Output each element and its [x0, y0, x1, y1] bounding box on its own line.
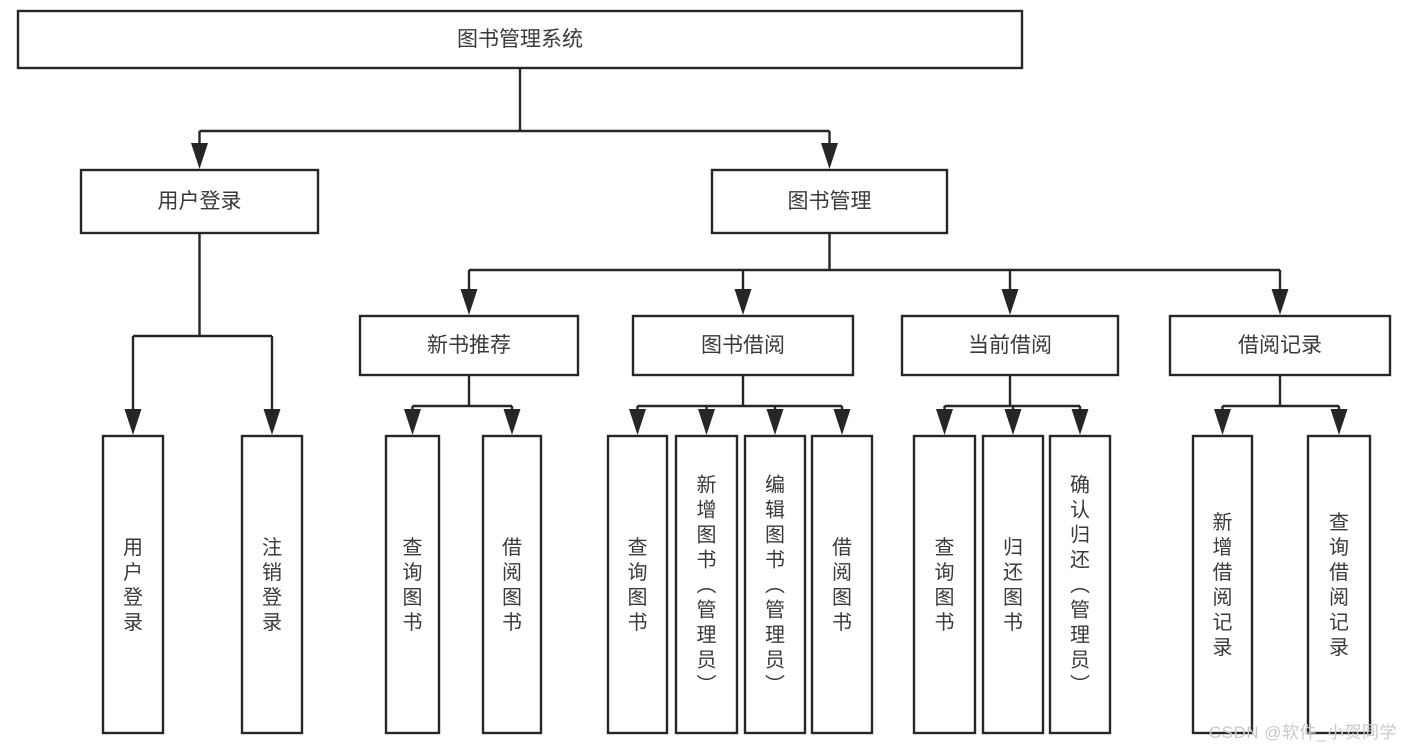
connector-layer: [124, 68, 1348, 435]
node-label-leaf-edit-book: 编辑图书︵管理员︶: [765, 474, 785, 697]
node-box-leaf-query-book-rec[interactable]: [384, 434, 441, 735]
node-layer: 图书管理系统用户登录图书管理新书推荐图书借阅当前借阅借阅记录用户登录注销登录查询…: [16, 9, 1392, 735]
node-label-leaf-return-book: 归还图书: [1003, 536, 1023, 634]
arrow-head-icon: [263, 409, 281, 435]
arrow-head-icon: [1330, 409, 1348, 435]
node-box-leaf-query-record[interactable]: [1306, 434, 1372, 735]
connector-group-borrow-record: [1214, 375, 1348, 435]
arrow-head-icon: [460, 289, 478, 315]
arrow-head-icon: [124, 409, 142, 435]
node-box-leaf-query-book-current[interactable]: [912, 434, 977, 735]
node-box-current-borrow[interactable]: [900, 314, 1120, 377]
node-book-manage[interactable]: 图书管理: [710, 168, 949, 235]
node-leaf-query-book-rec[interactable]: 查询图书: [384, 434, 441, 735]
node-box-leaf-confirm-return[interactable]: [1048, 434, 1112, 735]
arrow-head-icon: [833, 409, 851, 435]
node-box-leaf-borrow-book-rec[interactable]: [481, 434, 543, 735]
node-label-leaf-confirm-return: 确认归还︵管理员︶: [1070, 474, 1090, 697]
connector-group-user-login: [124, 233, 281, 435]
node-leaf-user-login[interactable]: 用户登录: [101, 434, 165, 735]
node-leaf-add-book[interactable]: 新增图书︵管理员︶: [674, 434, 739, 735]
node-leaf-borrow-book[interactable]: 借阅图书: [810, 434, 874, 735]
arrow-head-icon: [404, 409, 421, 435]
node-box-user-login[interactable]: [79, 168, 320, 235]
node-box-book-borrow[interactable]: [631, 314, 855, 377]
arrow-head-icon: [1214, 409, 1231, 435]
node-leaf-logout[interactable]: 注销登录: [240, 434, 304, 735]
node-box-leaf-query-book-borrow[interactable]: [606, 434, 669, 735]
arrow-head-icon: [1271, 289, 1289, 315]
node-label-book-borrow: 图书借阅: [701, 334, 785, 357]
node-box-leaf-return-book[interactable]: [981, 434, 1045, 735]
node-new-book-rec[interactable]: 新书推荐: [358, 314, 580, 377]
node-label-book-manage: 图书管理: [788, 190, 872, 213]
node-book-borrow[interactable]: 图书借阅: [631, 314, 855, 377]
node-label-leaf-query-book-borrow: 查询图书: [628, 536, 648, 634]
node-box-borrow-record[interactable]: [1168, 314, 1392, 377]
node-current-borrow[interactable]: 当前借阅: [900, 314, 1120, 377]
node-label-leaf-borrow-book: 借阅图书: [832, 536, 852, 634]
node-label-leaf-user-login: 用户登录: [123, 537, 143, 634]
arrow-head-icon: [503, 409, 521, 435]
node-leaf-query-book-current[interactable]: 查询图书: [912, 434, 977, 735]
node-label-leaf-query-book-current: 查询图书: [935, 536, 955, 634]
node-user-login[interactable]: 用户登录: [79, 168, 320, 235]
csdn-watermark: CSDN @软件_小贺同学: [1208, 723, 1397, 742]
arrow-head-icon: [191, 143, 208, 169]
node-leaf-add-record[interactable]: 新增借阅记录: [1191, 434, 1254, 735]
node-label-leaf-add-record: 新增借阅记录: [1213, 511, 1233, 659]
node-label-root: 图书管理系统: [457, 28, 583, 51]
node-label-borrow-record: 借阅记录: [1238, 334, 1322, 357]
node-box-leaf-logout[interactable]: [240, 434, 304, 735]
arrow-head-icon: [1004, 409, 1022, 435]
node-label-new-book-rec: 新书推荐: [427, 334, 511, 357]
node-label-leaf-borrow-book-rec: 借阅图书: [502, 536, 522, 634]
node-label-user-login: 用户登录: [158, 190, 242, 213]
arrow-head-icon: [1001, 289, 1019, 315]
node-label-leaf-query-record: 查询借阅记录: [1329, 511, 1349, 659]
arrow-head-icon: [629, 409, 646, 435]
node-borrow-record[interactable]: 借阅记录: [1168, 314, 1392, 377]
connector-group-current-borrow: [936, 375, 1089, 435]
arrow-head-icon: [734, 289, 752, 315]
node-label-leaf-add-book: 新增图书︵管理员︶: [697, 474, 717, 697]
node-leaf-confirm-return[interactable]: 确认归还︵管理员︶: [1048, 434, 1112, 735]
node-leaf-query-record[interactable]: 查询借阅记录: [1306, 434, 1372, 735]
connector-group-book-manage: [460, 233, 1289, 315]
node-box-leaf-borrow-book[interactable]: [810, 434, 874, 735]
node-box-leaf-add-book[interactable]: [674, 434, 739, 735]
node-leaf-edit-book[interactable]: 编辑图书︵管理员︶: [743, 434, 807, 735]
arrow-head-icon: [1071, 409, 1089, 435]
node-leaf-query-book-borrow[interactable]: 查询图书: [606, 434, 669, 735]
node-box-leaf-user-login[interactable]: [101, 434, 165, 735]
connector-group-root: [191, 68, 838, 169]
node-label-leaf-query-book-rec: 查询图书: [403, 536, 423, 634]
connector-group-new-book-rec: [404, 375, 521, 435]
node-root[interactable]: 图书管理系统: [16, 9, 1024, 70]
node-box-root[interactable]: [16, 9, 1024, 70]
node-box-leaf-edit-book[interactable]: [743, 434, 807, 735]
connector-group-book-borrow: [629, 375, 851, 435]
node-leaf-borrow-book-rec[interactable]: 借阅图书: [481, 434, 543, 735]
node-label-current-borrow: 当前借阅: [968, 334, 1052, 357]
node-box-book-manage[interactable]: [710, 168, 949, 235]
node-box-new-book-rec[interactable]: [358, 314, 580, 377]
node-box-leaf-add-record[interactable]: [1191, 434, 1254, 735]
arrow-head-icon: [698, 409, 715, 435]
node-leaf-return-book[interactable]: 归还图书: [981, 434, 1045, 735]
arrow-head-icon: [821, 143, 838, 169]
node-label-leaf-logout: 注销登录: [262, 536, 282, 634]
arrow-head-icon: [766, 409, 784, 435]
arrow-head-icon: [936, 409, 953, 435]
